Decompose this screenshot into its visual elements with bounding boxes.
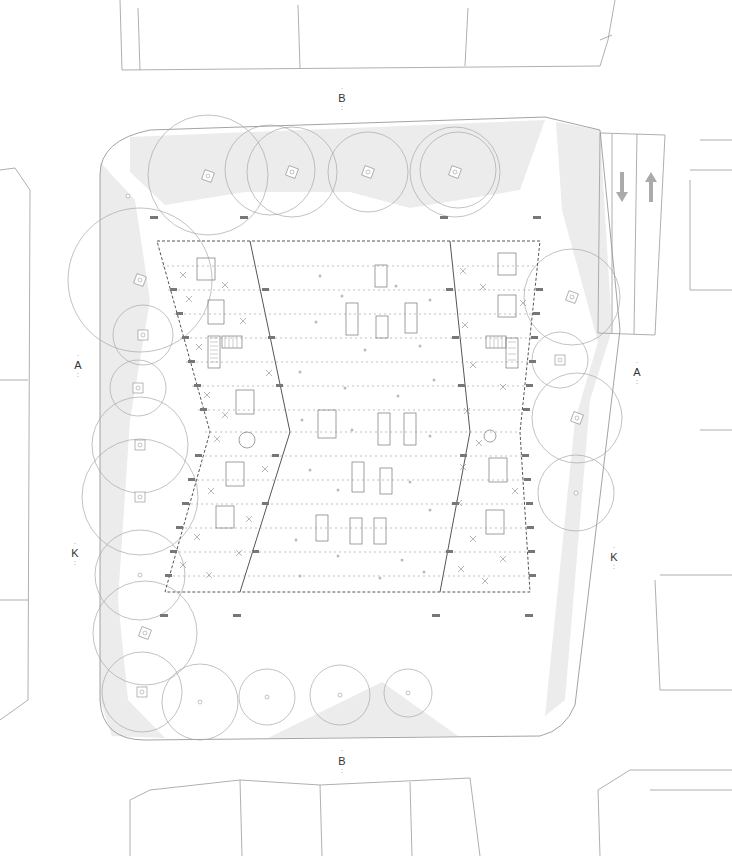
section-marker: K xyxy=(608,551,619,564)
section-marker: A xyxy=(631,366,642,379)
section-marker: B xyxy=(336,755,347,768)
section-marker: A xyxy=(72,359,83,372)
section-marker: K xyxy=(69,547,80,560)
section-marker: B xyxy=(336,92,347,105)
